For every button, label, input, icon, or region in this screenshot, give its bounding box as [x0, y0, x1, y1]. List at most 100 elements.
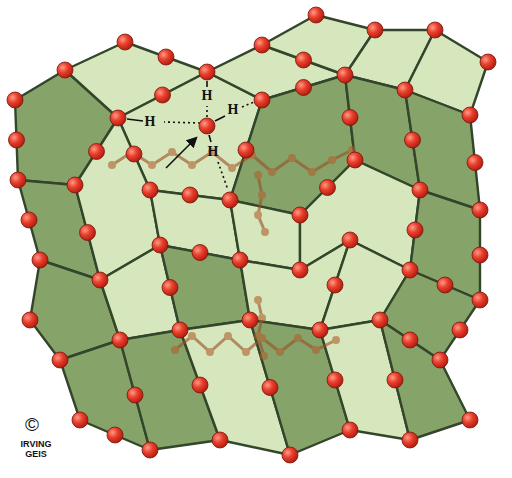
- oxygen-atom: [347, 152, 363, 168]
- oxygen-atom: [192, 245, 208, 261]
- carbon-atom: [288, 154, 296, 162]
- oxygen-atom: [327, 277, 343, 293]
- carbon-atom: [168, 148, 176, 156]
- oxygen-atom: [296, 80, 312, 96]
- carbon-atom: [148, 161, 156, 169]
- carbon-atom: [261, 228, 269, 236]
- oxygen-atom: [254, 92, 270, 108]
- oxygen-atom: [52, 352, 68, 368]
- oxygen-atom: [9, 132, 25, 148]
- pointer-arrow: [166, 138, 196, 168]
- oxygen-atom: [342, 232, 358, 248]
- bond-line: [206, 106, 208, 117]
- carbon-atom: [254, 296, 262, 304]
- carbon-atom: [188, 161, 196, 169]
- oxygen-atom: [172, 322, 188, 338]
- oxygen-atom: [7, 92, 23, 108]
- bond-line: [215, 116, 225, 121]
- bond-line: [209, 135, 211, 142]
- carbon-atom: [308, 168, 316, 176]
- cage-face: [230, 200, 300, 270]
- oxygen-atom: [162, 280, 178, 296]
- oxygen-atom: [142, 182, 158, 198]
- oxygen-atom: [337, 67, 353, 83]
- oxygen-atom: [367, 22, 383, 38]
- oxygen-atom: [32, 252, 48, 268]
- oxygen-atom: [402, 332, 418, 348]
- hydrocarbon-chain: [258, 300, 264, 356]
- bond-line: [218, 162, 228, 190]
- hydrogen-label: H: [208, 145, 219, 159]
- oxygen-atom: [112, 332, 128, 348]
- carbon-atom: [224, 332, 232, 340]
- oxygen-atom: [437, 277, 453, 293]
- hydrogen-bonds: [127, 81, 254, 190]
- oxygen-atom: [452, 322, 468, 338]
- oxygen-atom: [296, 52, 312, 68]
- oxygen-atom: [10, 172, 26, 188]
- oxygen-atom: [212, 432, 228, 448]
- oxygen-atom: [320, 180, 336, 196]
- oxygen-atom: [342, 110, 358, 126]
- copyright-mark: ©: [25, 415, 39, 434]
- oxygen-atom: [242, 312, 258, 328]
- oxygen-atom: [80, 225, 96, 241]
- carbon-atom: [268, 168, 276, 176]
- carbon-atom: [328, 156, 336, 164]
- oxygen-atom: [397, 82, 413, 98]
- hydrogen-label: H: [202, 89, 213, 103]
- oxygen-atom: [155, 87, 171, 103]
- oxygen-atom: [67, 177, 83, 193]
- carbon-atom: [108, 161, 116, 169]
- oxygen-atom: [192, 377, 208, 393]
- oxygen-atom: [92, 272, 108, 288]
- oxygen-atom: [72, 412, 88, 428]
- oxygen-atom: [254, 37, 270, 53]
- oxygen-atom: [199, 64, 215, 80]
- oxygen-atom: [387, 372, 403, 388]
- oxygen-atom: [327, 372, 343, 388]
- oxygen-atom: [308, 7, 324, 23]
- hydrogen-label: H: [145, 115, 156, 129]
- oxygen-atom: [407, 222, 423, 238]
- oxygen-atom: [222, 192, 238, 208]
- oxygen-atom: [89, 144, 105, 160]
- carbon-atom: [276, 348, 284, 356]
- oxygen-atom: [127, 387, 143, 403]
- cage-face: [250, 320, 350, 455]
- oxygen-atom: [467, 155, 483, 171]
- carbon-atom: [254, 332, 262, 340]
- oxygen-atom: [262, 380, 278, 396]
- oxygen-atom: [182, 187, 198, 203]
- oxygen-atom: [232, 252, 248, 268]
- oxygen-atom: [110, 110, 126, 126]
- oxygen-atom: [402, 432, 418, 448]
- oxygen-atom: [405, 132, 421, 148]
- hydrogen-label: H: [228, 103, 239, 117]
- oxygen-atom: [427, 22, 443, 38]
- carbon-atom: [254, 211, 262, 219]
- oxygen-atom: [238, 142, 254, 158]
- carbon-atom: [254, 171, 262, 179]
- oxygen-atom: [462, 412, 478, 428]
- oxygen-atom: [342, 422, 358, 438]
- carbon-atom: [258, 314, 266, 322]
- carbon-atom: [242, 348, 250, 356]
- oxygen-atom: [22, 312, 38, 328]
- hydrocarbon-chain: [258, 175, 265, 232]
- oxygen-atom: [480, 54, 496, 70]
- oxygen-atom: [432, 352, 448, 368]
- oxygen-atom: [292, 207, 308, 223]
- carbon-atom: [206, 348, 214, 356]
- oxygen-atom: [21, 212, 37, 228]
- cage-face: [405, 90, 480, 210]
- carbon-atom: [258, 191, 266, 199]
- guest-molecules: [108, 146, 356, 360]
- hydrocarbon-chain: [112, 150, 352, 172]
- cage-face: [380, 320, 470, 440]
- bond-line: [127, 119, 143, 121]
- carbon-atom: [294, 334, 302, 342]
- oxygen-atom: [142, 442, 158, 458]
